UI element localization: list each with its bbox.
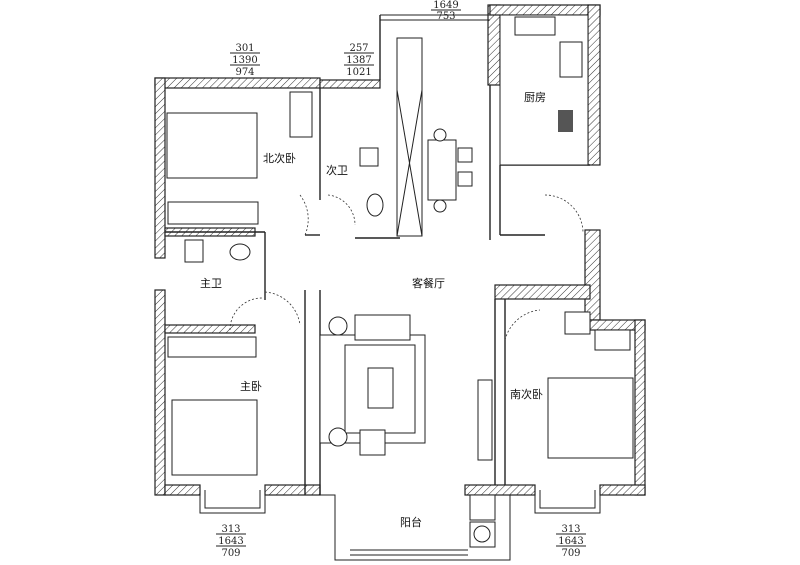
kitchen-fixtures xyxy=(499,14,589,166)
washing-machine xyxy=(469,494,496,521)
svg-text:753: 753 xyxy=(436,11,455,22)
svg-text:1021: 1021 xyxy=(346,67,371,78)
dimension-top-right: 1649 753 xyxy=(431,0,461,22)
svg-text:1390: 1390 xyxy=(232,55,257,66)
svg-text:1643: 1643 xyxy=(218,536,243,547)
bath-fixtures xyxy=(184,147,384,263)
beds xyxy=(166,91,634,476)
svg-text:709: 709 xyxy=(221,548,240,559)
svg-text:1643: 1643 xyxy=(558,536,583,547)
svg-text:1649: 1649 xyxy=(433,0,458,11)
svg-text:709: 709 xyxy=(561,548,580,559)
svg-text:257: 257 xyxy=(349,43,368,54)
doors xyxy=(229,194,584,341)
dimension-bottom-right: 313 1643 709 xyxy=(556,524,586,559)
room-label-master-bath: 主卫 xyxy=(200,277,222,290)
room-label-second-bath: 次卫 xyxy=(326,163,348,177)
room-label-living-dining: 客餐厅 xyxy=(412,276,445,290)
svg-text:301: 301 xyxy=(235,43,254,54)
balconies xyxy=(199,490,601,561)
dining-area xyxy=(380,14,490,237)
svg-text:313: 313 xyxy=(221,524,240,535)
room-label-kitchen: 厨房 xyxy=(524,91,546,104)
dimension-bottom-left: 313 1643 709 xyxy=(216,524,246,559)
dimension-top-mid: 257 1387 1021 xyxy=(344,43,374,78)
living-furniture xyxy=(319,314,493,461)
dimension-top-left: 301 1390 974 xyxy=(230,43,260,78)
svg-text:974: 974 xyxy=(235,67,254,78)
svg-text:1387: 1387 xyxy=(346,55,371,66)
room-label-balcony: 阳台 xyxy=(400,515,422,529)
room-label-north-bedroom: 北次卧 xyxy=(263,151,296,165)
room-label-master-bedroom: 主卧 xyxy=(240,380,262,393)
svg-text:313: 313 xyxy=(561,524,580,535)
room-label-south-bedroom: 南次卧 xyxy=(510,387,543,401)
